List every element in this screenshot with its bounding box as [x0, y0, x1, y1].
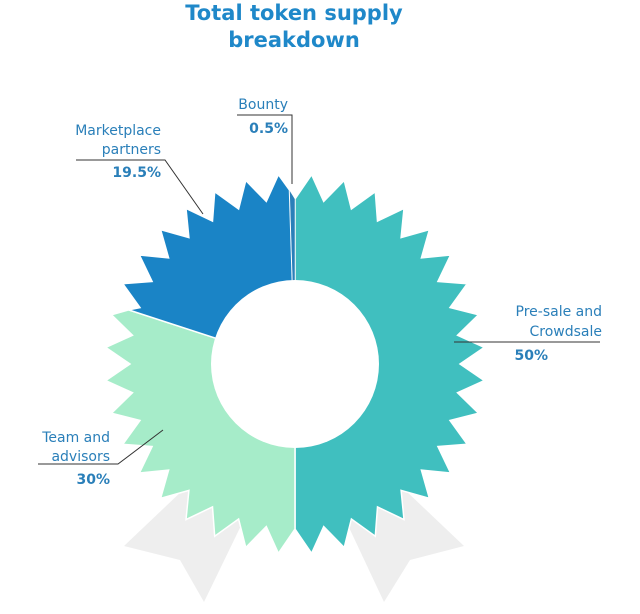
value-marketplace: 19.5% — [112, 165, 161, 181]
chart-title-line-2: breakdown — [228, 28, 360, 52]
label-presale-line-1: Pre-sale and — [516, 304, 602, 320]
leader-marketplace — [76, 159, 204, 215]
label-marketplace-line-2: partners — [102, 142, 161, 158]
value-bounty: 0.5% — [249, 121, 288, 137]
slice-presale — [294, 173, 486, 555]
slice-labels: Pre-sale and Crowdsale 50% Team and advi… — [41, 97, 602, 488]
chart-title: Total token supply breakdown — [0, 0, 588, 54]
label-team-line-1: Team and — [41, 430, 110, 446]
leader-team — [38, 429, 164, 465]
leader-bounty — [237, 114, 293, 184]
chart-title-line-1: Total token supply — [185, 1, 403, 25]
value-team: 30% — [76, 472, 110, 488]
leader-lines — [38, 114, 600, 465]
label-bounty: Bounty — [238, 97, 288, 113]
label-presale-line-2: Crowdsale — [529, 324, 602, 340]
donut-hole — [211, 280, 379, 448]
value-presale: 50% — [514, 348, 548, 364]
label-team-line-2: advisors — [51, 449, 110, 465]
label-marketplace-line-1: Marketplace — [75, 123, 161, 139]
